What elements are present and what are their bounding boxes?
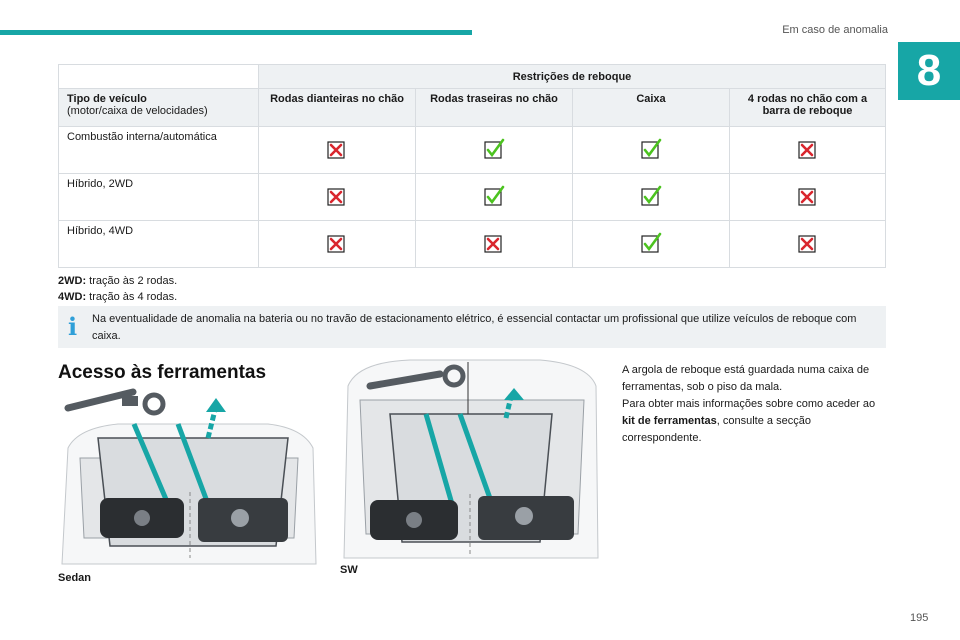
cross-icon: [327, 140, 345, 159]
mark-cell: [729, 220, 886, 268]
caption-sw: SW: [340, 564, 358, 576]
table-group-header: Restrições de reboque: [258, 64, 886, 89]
column-header: 4 rodas no chão com a barra de reboque: [729, 88, 886, 127]
mark-cell: [572, 173, 730, 221]
info-text: Na eventualidade de anomalia na bateria …: [92, 313, 857, 342]
cross-icon: [797, 140, 816, 159]
towing-restrictions-table: Restrições de reboque Tipo de veículo (m…: [58, 64, 886, 268]
chapter-tab: 8: [898, 42, 960, 100]
check-icon: [484, 138, 505, 159]
mark-cell: [415, 220, 573, 268]
check-icon: [641, 185, 662, 206]
section-heading: Acesso às ferramentas: [58, 362, 267, 383]
check-icon: [641, 138, 662, 159]
mark-cell: [258, 126, 416, 174]
mark-cell: [572, 126, 730, 174]
vehicle-type-sub: (motor/caixa de velocidades): [67, 105, 208, 117]
paragraph-1: A argola de reboque está guardada numa c…: [622, 364, 870, 393]
section-title: Em caso de anomalia: [782, 24, 888, 36]
column-header: Rodas traseiras no chão: [415, 88, 573, 127]
sedan-trunk-illustration: [58, 388, 320, 568]
info-box: i Na eventualidade de anomalia na bateri…: [58, 306, 886, 348]
mark-cell: [258, 220, 416, 268]
column-header: Caixa: [572, 88, 730, 127]
check-icon: [484, 185, 505, 206]
row-label: Combustão interna/automática: [58, 126, 259, 174]
cross-icon: [327, 187, 345, 206]
check-icon: [641, 232, 662, 253]
row-label: Híbrido, 2WD: [58, 173, 259, 221]
table-row: Combustão interna/automática: [58, 126, 886, 174]
column-header: Rodas dianteiras no chão: [258, 88, 416, 127]
mark-cell: [415, 126, 573, 174]
header-accent-bar: [0, 30, 472, 35]
cross-icon: [327, 234, 345, 253]
cross-icon: [797, 187, 816, 206]
tools-description: A argola de reboque está guardada numa c…: [622, 362, 890, 447]
vehicle-type-header: Tipo de veículo (motor/caixa de velocida…: [58, 88, 259, 127]
mark-cell: [729, 173, 886, 221]
mark-cell: [415, 173, 573, 221]
sw-trunk-illustration: [340, 356, 602, 562]
mark-cell: [572, 220, 730, 268]
caption-sedan: Sedan: [58, 572, 92, 584]
info-icon: i: [68, 312, 78, 341]
table-row: Híbrido, 2WD: [58, 173, 886, 221]
table-corner: [58, 64, 259, 89]
row-label: Híbrido, 4WD: [58, 220, 259, 268]
page-number: 195: [910, 612, 929, 624]
paragraph-2: Para obter mais informações sobre como a…: [622, 398, 876, 444]
vehicle-type-title: Tipo de veículo: [67, 93, 147, 105]
cross-icon: [797, 234, 816, 253]
table-row: Híbrido, 4WD: [58, 220, 886, 268]
note-4wd: 4WD: tração às 4 rodas.: [58, 291, 178, 303]
mark-cell: [258, 173, 416, 221]
note-2wd: 2WD: tração às 2 rodas.: [58, 275, 178, 287]
drive-notes: 2WD: tração às 2 rodas. 4WD: tração às 4…: [58, 273, 177, 305]
mark-cell: [729, 126, 886, 174]
cross-icon: [484, 234, 502, 253]
